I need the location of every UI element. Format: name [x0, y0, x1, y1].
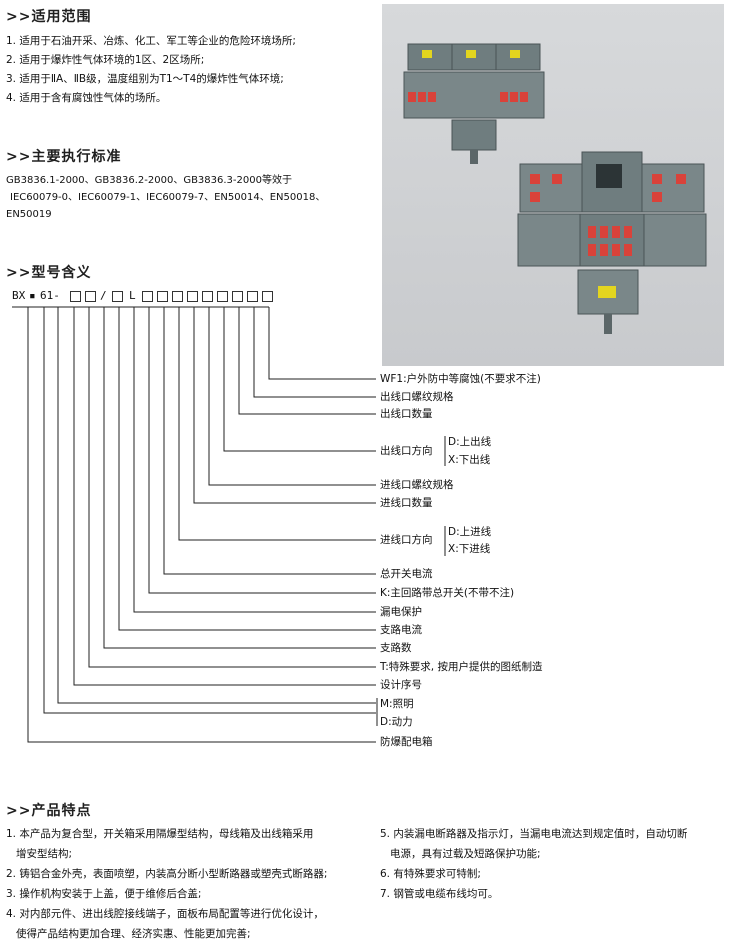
- label-distribution-box: 防爆配电箱: [380, 736, 433, 748]
- code-box: [142, 291, 153, 302]
- list-item: 6. 有特殊要求可特制;: [380, 868, 481, 880]
- code-box: [217, 291, 228, 302]
- scope-list: 1. 适用于石油开采、冶炼、化工、军工等企业的危险环境场所; 2. 适用于爆炸性…: [6, 32, 296, 108]
- features-heading: >>产品特点: [6, 803, 92, 819]
- label-inlet-thread: 进线口螺纹规格: [380, 479, 454, 491]
- list-item: 3. 适用于ⅡA、ⅡB级，温度组别为T1～T4的爆炸性气体环境;: [6, 73, 284, 85]
- label-inlet-up: D:上进线: [448, 526, 492, 538]
- code-box: [202, 291, 213, 302]
- code-slash: /: [100, 289, 107, 302]
- list-item: 4. 适用于含有腐蚀性气体的场所。: [6, 92, 167, 104]
- explosion-proof-box-bottom: [517, 151, 707, 334]
- list-item: 5. 内装漏电断路器及指示灯，当漏电电流达到规定值时，自动切断: [380, 828, 688, 840]
- code-num: 61-: [40, 289, 60, 302]
- features-list-right: 5. 内装漏电断路器及指示灯，当漏电电流达到规定值时，自动切断 电源，具有过载及…: [380, 824, 730, 904]
- code-l: L: [129, 289, 136, 302]
- list-item: 3. 操作机构安装于上盖，便于维修后合盖;: [6, 888, 202, 900]
- label-special: T:特殊要求, 按用户提供的图纸制造: [380, 661, 543, 673]
- scope-heading: >>适用范围: [6, 9, 92, 25]
- standards-line: EN50019: [6, 209, 52, 220]
- label-outlet-count: 出线口数量: [380, 408, 433, 420]
- label-main-switch-current: 总开关电流: [380, 568, 433, 580]
- list-item: 2. 铸铝合金外壳，表面喷塑，内装高分断小型断路器或塑壳式断路器;: [6, 868, 328, 880]
- label-outlet-direction: 出线口方向: [380, 445, 433, 457]
- product-photo: [382, 4, 724, 366]
- label-branch-count: 支路数: [380, 642, 412, 654]
- code-box: [70, 291, 81, 302]
- label-branch-current: 支路电流: [380, 624, 422, 636]
- features-list-left: 1. 本产品为复合型，开关箱采用隔爆型结构，母线箱及出线箱采用 增安型结构; 2…: [6, 824, 376, 944]
- code-box: [172, 291, 183, 302]
- list-item: 增安型结构;: [6, 848, 73, 860]
- code-dot: ▪: [29, 289, 36, 302]
- standards-line: IEC60079-0、IEC60079-1、IEC60079-7、EN50014…: [10, 192, 326, 203]
- product-illustration: [403, 43, 707, 334]
- label-outlet-down: X:下出线: [448, 454, 491, 466]
- code-bx: BX: [12, 289, 26, 302]
- label-outlet-up: D:上出线: [448, 436, 492, 448]
- label-power: D:动力: [380, 716, 413, 728]
- label-inlet-down: X:下进线: [448, 543, 491, 555]
- list-item: 2. 适用于爆炸性气体环境的1区、2区场所;: [6, 54, 205, 66]
- label-design-number: 设计序号: [380, 679, 422, 691]
- list-item: 1. 本产品为复合型，开关箱采用隔爆型结构，母线箱及出线箱采用: [6, 828, 314, 840]
- label-inlet-direction: 进线口方向: [380, 534, 433, 546]
- list-item: 使得产品结构更加合理、经济实惠、性能更加完善;: [6, 928, 251, 940]
- code-box: [187, 291, 198, 302]
- standards-line: GB3836.1-2000、GB3836.2-2000、GB3836.3-200…: [6, 175, 292, 186]
- label-wf1: WF1:户外防中等腐蚀(不要求不注): [380, 373, 541, 385]
- model-heading: >>型号含义: [6, 265, 92, 281]
- code-box: [247, 291, 258, 302]
- standards-heading: >>主要执行标准: [6, 149, 122, 165]
- standards-text: GB3836.1-2000、GB3836.2-2000、GB3836.3-200…: [6, 172, 366, 223]
- list-item: 7. 钢管或电缆布线均可。: [380, 888, 499, 900]
- list-item: 4. 对内部元件、进出线腔接线端子，面板布局配置等进行优化设计，: [6, 908, 324, 920]
- list-item: 1. 适用于石油开采、冶炼、化工、军工等企业的危险环境场所;: [6, 35, 296, 47]
- list-item: 电源，具有过载及短路保护功能;: [380, 848, 541, 860]
- code-box: [157, 291, 168, 302]
- code-box: [112, 291, 123, 302]
- label-lighting: M:照明: [380, 698, 414, 710]
- code-box: [262, 291, 273, 302]
- code-box: [232, 291, 243, 302]
- label-leakage-protection: 漏电保护: [380, 606, 422, 618]
- code-box: [85, 291, 96, 302]
- label-inlet-count: 进线口数量: [380, 497, 433, 509]
- label-outlet-thread: 出线口螺纹规格: [380, 391, 454, 403]
- label-main-switch: K:主回路带总开关(不带不注): [380, 587, 515, 599]
- explosion-proof-box-top: [403, 43, 545, 164]
